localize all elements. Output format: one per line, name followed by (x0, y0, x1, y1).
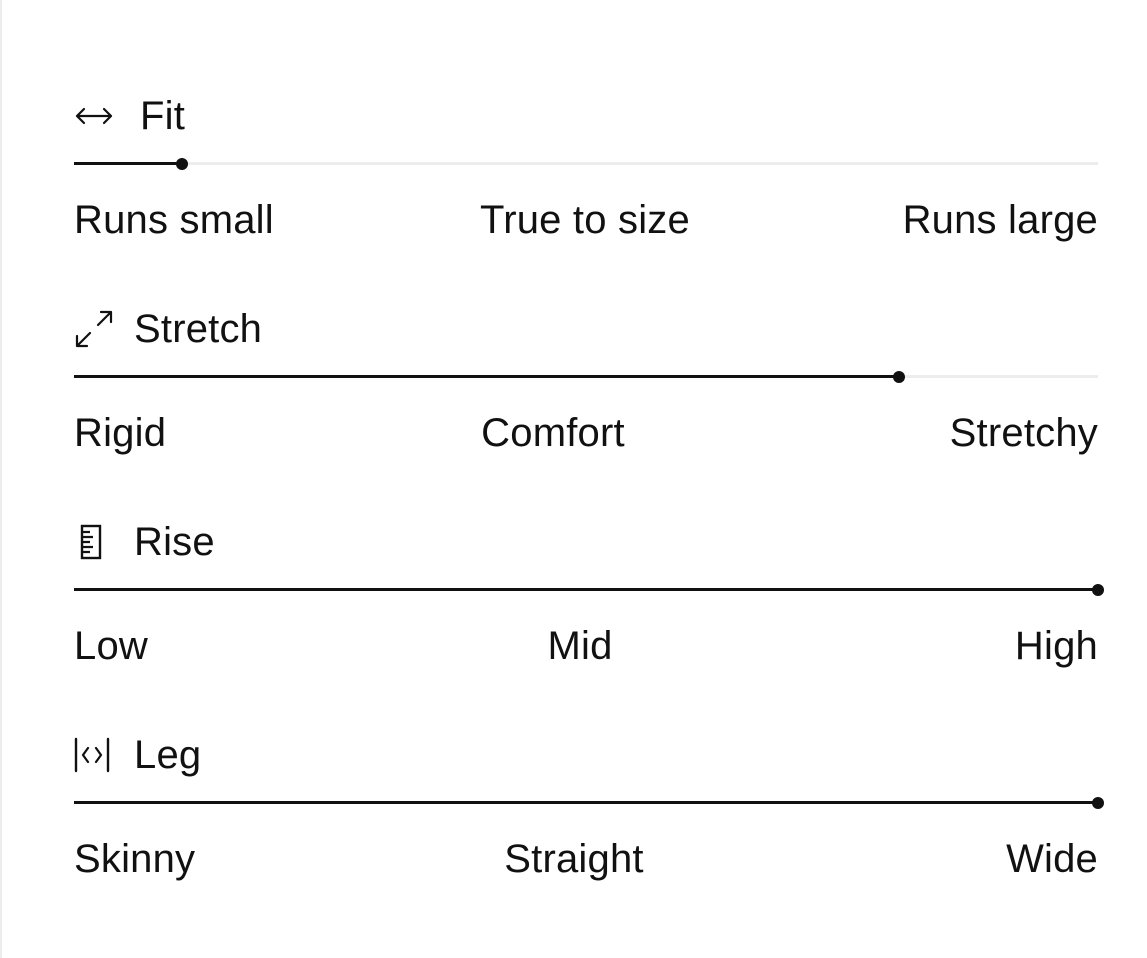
scale-label-mid: Mid (547, 624, 613, 668)
leg-slider-fill (74, 801, 1098, 804)
leg-slider-track (74, 796, 1104, 809)
rise-scale-labels: Low Mid High (74, 621, 1098, 671)
attribute-stretch: Stretch Rigid Comfort Stretchy (74, 304, 1098, 504)
attribute-title: Rise (74, 517, 215, 567)
scale-label-mid: Straight (504, 837, 644, 881)
attribute-fit: Fit Runs small True to size Runs large (74, 91, 1098, 291)
attribute-title: Fit (74, 91, 185, 141)
attribute-title: Leg (74, 730, 201, 780)
fit-slider-track (74, 157, 1098, 170)
scale-label-right: Stretchy (949, 411, 1098, 455)
scale-label-left: Low (74, 624, 148, 668)
rise-slider-thumb (1092, 583, 1104, 596)
ruler-icon (74, 522, 118, 562)
scale-label-mid: True to size (480, 198, 690, 242)
attribute-label: Leg (134, 733, 202, 777)
scale-label-right: Wide (1006, 837, 1098, 881)
stretch-slider-thumb (893, 370, 906, 383)
stretch-slider-fill (74, 375, 900, 378)
scale-label-mid: Comfort (481, 411, 625, 455)
fit-slider-fill (74, 162, 182, 165)
scale-label-right: High (1014, 624, 1098, 668)
fit-slider-thumb (175, 157, 188, 170)
fit-scale-labels: Runs small True to size Runs large (74, 195, 1098, 245)
stretch-slider-track (74, 370, 1098, 383)
leg-slider-thumb (1092, 796, 1104, 809)
rise-slider-fill (74, 588, 1098, 591)
rise-slider-track (74, 583, 1104, 596)
scale-label-right: Runs large (902, 198, 1098, 242)
attribute-leg: Leg Skinny Straight Wide (74, 730, 1104, 930)
attribute-label: Stretch (134, 307, 263, 351)
scale-label-left: Skinny (74, 837, 196, 881)
leg-width-icon (74, 735, 118, 775)
attribute-label: Rise (134, 520, 215, 564)
horizontal-arrows-icon (74, 96, 118, 136)
scale-label-left: Rigid (74, 411, 167, 455)
attribute-title: Stretch (74, 304, 262, 354)
leg-scale-labels: Skinny Straight Wide (74, 834, 1098, 884)
stretch-scale-labels: Rigid Comfort Stretchy (74, 408, 1098, 458)
scale-label-left: Runs small (74, 198, 274, 242)
attribute-label: Fit (140, 94, 186, 138)
attribute-rise: Rise Low Mid High (74, 517, 1104, 717)
panel-border (0, 0, 2, 958)
expand-diagonal-icon (74, 309, 118, 349)
